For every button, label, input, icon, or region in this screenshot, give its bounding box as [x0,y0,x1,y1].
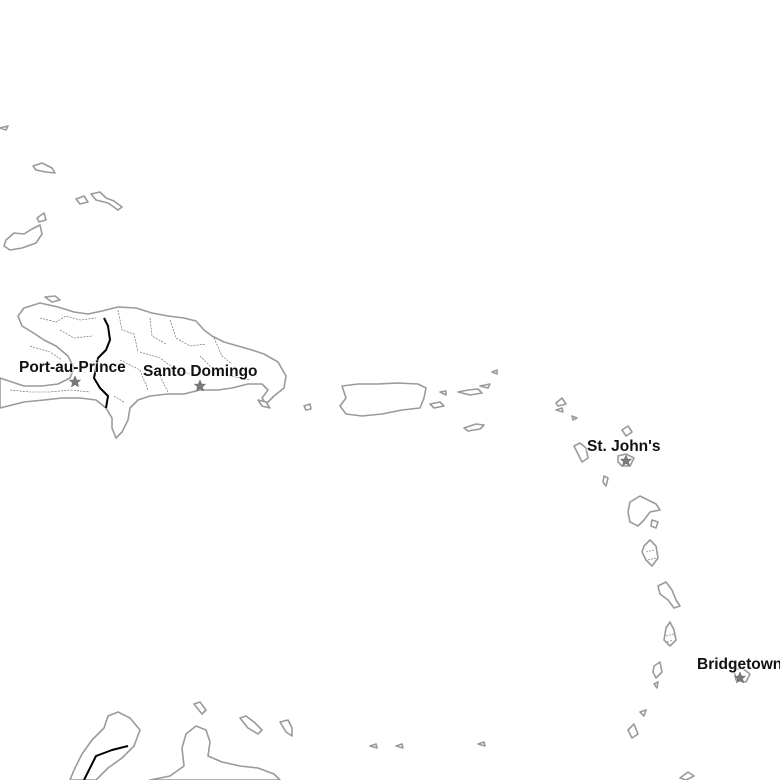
city-label-santo-domingo: Santo Domingo [143,363,258,380]
city-label-port-au-prince: Port-au-Prince [19,359,126,376]
lesser-antilles [555,397,751,780]
star-icon [733,671,747,684]
puerto-rico [339,369,498,432]
star-icon [68,375,82,388]
south-caribbean-coast [69,701,486,780]
bahamas-islands [0,125,123,251]
city-label-bridgetown: Bridgetown [697,656,780,673]
capital-markers [68,375,747,684]
hispaniola [0,295,312,439]
star-icon [193,379,207,392]
star-icon [619,454,633,467]
city-label-st-johns: St. John's [587,438,661,455]
